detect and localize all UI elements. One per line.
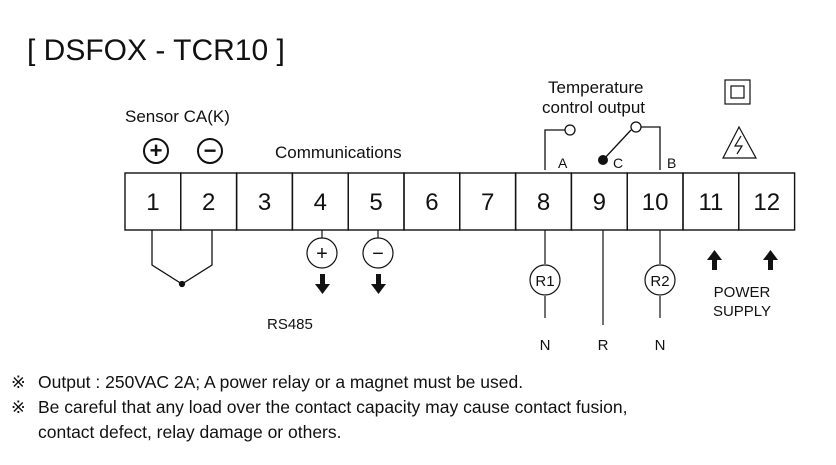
note-caution-text-2: contact defect, relay damage or others. bbox=[38, 422, 342, 442]
sensor-minus-symbol: − bbox=[204, 138, 217, 163]
sensor-label: Sensor CA(K) bbox=[125, 107, 230, 126]
notes: ※ Output : 250VAC 2A; A power relay or a… bbox=[11, 370, 831, 445]
sensor-minus-icon: − bbox=[197, 138, 223, 164]
terminal-4: 4 bbox=[291, 172, 349, 231]
terminal-number: 2 bbox=[202, 189, 215, 216]
arrow-up-icon bbox=[763, 250, 778, 270]
terminal-2: 2 bbox=[180, 172, 238, 231]
terminal-3: 3 bbox=[235, 172, 294, 231]
rs485-plus-symbol: + bbox=[316, 243, 328, 265]
terminal-number: 3 bbox=[258, 189, 271, 216]
thermocouple-junction bbox=[151, 230, 213, 288]
terminal-number: 11 bbox=[698, 189, 723, 216]
power-supply-label-1: POWER bbox=[714, 284, 771, 301]
terminal-number: 1 bbox=[146, 189, 159, 216]
terminal-12: 12 bbox=[738, 172, 796, 231]
note-output: ※ Output : 250VAC 2A; A power relay or a… bbox=[11, 370, 831, 395]
terminal-number: 4 bbox=[314, 189, 327, 216]
sensor-plus-symbol: + bbox=[150, 138, 163, 163]
lower-label-r: R bbox=[598, 337, 609, 354]
power-supply-label-2: SUPPLY bbox=[713, 303, 771, 320]
rs485-label: RS485 bbox=[267, 316, 313, 333]
relay-r1-icon: R1 bbox=[529, 230, 561, 318]
terminal-6: 6 bbox=[403, 172, 461, 231]
rs485-minus-icon: − bbox=[362, 230, 394, 269]
lower-label-n1: N bbox=[540, 337, 551, 354]
terminal-number: 12 bbox=[753, 189, 780, 216]
note-mark: ※ bbox=[11, 397, 26, 417]
terminal-7: 7 bbox=[459, 172, 517, 231]
terminal-8: 8 bbox=[514, 172, 573, 231]
relay-r1-label: R1 bbox=[535, 273, 554, 290]
relay-label-c: C bbox=[613, 155, 623, 171]
relay-r2-label: R2 bbox=[650, 273, 669, 290]
relay-contact-icon bbox=[544, 121, 661, 170]
wiring-diagram: [ DSFOX - TCR10 ] Sensor CA(K) + − Commu… bbox=[27, 34, 796, 354]
note-caution: ※ Be careful that any load over the cont… bbox=[11, 395, 831, 445]
terminal-9: 9 bbox=[570, 172, 628, 231]
terminal-number: 6 bbox=[425, 189, 438, 216]
terminal-10: 10 bbox=[626, 172, 684, 231]
common-contact-dot bbox=[598, 155, 608, 165]
relay-label-b: B bbox=[667, 155, 676, 171]
rs485-minus-symbol: − bbox=[372, 243, 384, 265]
terminal-number: 10 bbox=[642, 189, 669, 216]
terminal-number: 9 bbox=[593, 189, 606, 216]
diagram-title: [ DSFOX - TCR10 ] bbox=[27, 34, 285, 67]
lower-label-n2: N bbox=[655, 337, 666, 354]
terminal-number: 8 bbox=[537, 189, 550, 216]
temp-output-label-2: control output bbox=[542, 98, 645, 117]
temp-output-label-1: Temperature bbox=[548, 78, 643, 97]
note-mark: ※ bbox=[11, 372, 26, 392]
terminal-number: 7 bbox=[481, 189, 494, 216]
relay-label-a: A bbox=[558, 155, 568, 171]
note-caution-text-1: Be careful that any load over the contac… bbox=[38, 397, 628, 417]
rs485-plus-icon: + bbox=[306, 230, 338, 269]
arrow-down-icon bbox=[315, 274, 330, 294]
high-voltage-warning-icon bbox=[722, 125, 758, 159]
terminal-11: 11 bbox=[682, 172, 740, 231]
relay-r2-icon: R2 bbox=[644, 230, 676, 318]
terminal-1: 1 bbox=[124, 172, 182, 231]
communications-label: Communications bbox=[275, 143, 402, 162]
arrow-down-icon bbox=[371, 274, 386, 294]
terminal-5: 5 bbox=[347, 172, 405, 231]
note-output-text: Output : 250VAC 2A; A power relay or a m… bbox=[38, 372, 524, 392]
sensor-plus-icon: + bbox=[143, 138, 169, 164]
arrow-up-icon bbox=[707, 250, 722, 270]
terminal-number: 5 bbox=[369, 189, 382, 216]
double-insulation-icon bbox=[724, 79, 751, 105]
